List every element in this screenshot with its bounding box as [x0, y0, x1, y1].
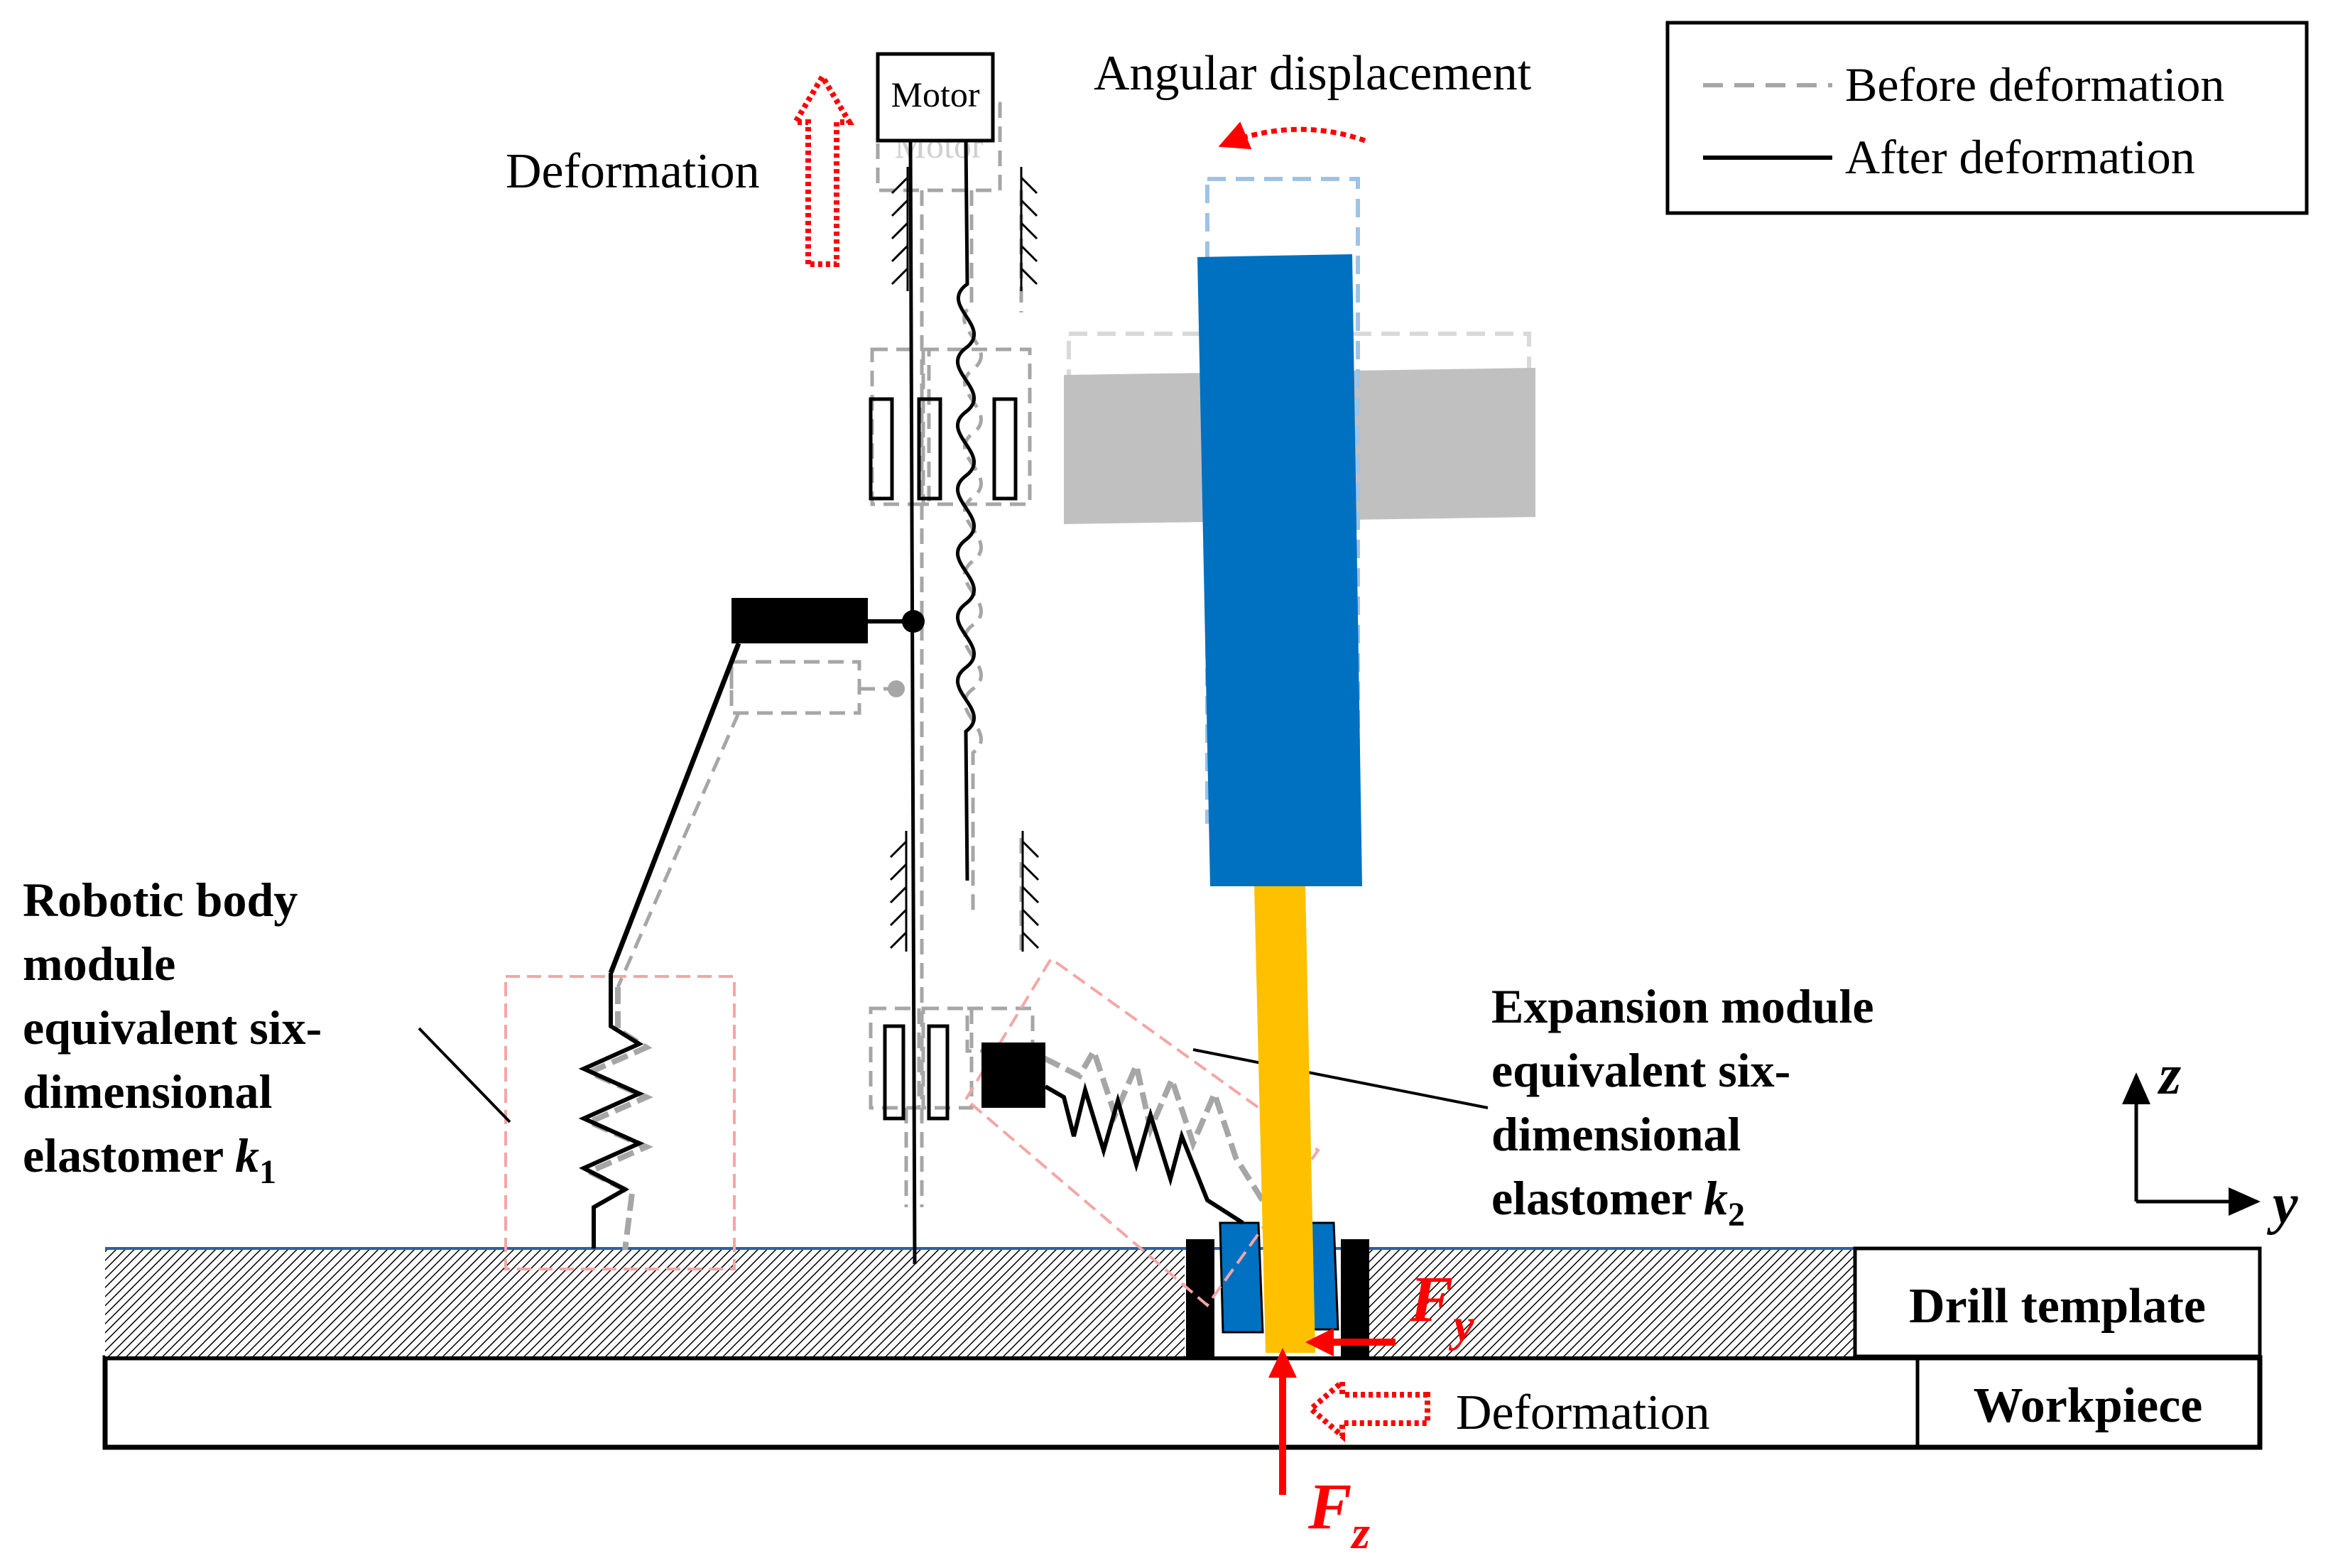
expansion-line2: equivalent six-: [1491, 1043, 1790, 1097]
spindle-structure-before: [616, 102, 1035, 1207]
legend-before-label: Before deformation: [1845, 58, 2224, 111]
bearing-upper-mid: [917, 397, 942, 501]
workpiece-label: Workpiece: [1974, 1378, 2203, 1433]
y-axis-label: y: [2266, 1173, 2298, 1236]
fy-label: Fy: [1409, 1263, 1474, 1351]
expansion-dashed-box: [964, 957, 1320, 1307]
deformation-arrow-up-icon: [790, 71, 855, 267]
robot-arm-after: [608, 598, 925, 974]
spring-k1-before: [582, 987, 653, 1251]
deformation-label-top: Deformation: [506, 144, 760, 199]
force-fy: Fy: [1305, 1263, 1474, 1356]
drill-template-hatched-right: [1369, 1248, 1855, 1356]
deformation-arrow-top: Deformation: [506, 71, 855, 267]
spring-k2-before: [1021, 1044, 1274, 1216]
z-axis-label: z: [2157, 1044, 2181, 1106]
legend-after-label: After deformation: [1845, 130, 2195, 184]
bushing-black-right: [1341, 1239, 1369, 1356]
expansion-line4: elastomer k2: [1491, 1171, 1745, 1234]
flexible-coupling-after: [955, 140, 977, 881]
robotic-body-line2: module: [23, 937, 175, 991]
drill-template: Drill template: [105, 1246, 2262, 1359]
spring-k1-after: [578, 973, 645, 1248]
robotic-body-dashed-box: [504, 975, 736, 1270]
expansion-line1: Expansion module: [1491, 979, 1874, 1033]
bushing-blue-left: [1219, 1221, 1264, 1334]
arm-block-after: [731, 598, 868, 643]
deformation-arrow-bottom: Deformation: [1306, 1376, 1710, 1442]
robotic-body-line4: dimensional: [23, 1065, 272, 1118]
drill-template-hatched-left: [105, 1248, 1185, 1356]
expansion-caption: Expansion module equivalent six- dimensi…: [1491, 979, 1874, 1234]
legend: Before deformation After deformation: [1665, 21, 2309, 215]
bearing-lower-left: [883, 1024, 905, 1121]
fz-arrow-icon: [1268, 1348, 1297, 1378]
spindle-shaft-after: [908, 140, 917, 1265]
deformation-arrow-left-icon: [1306, 1376, 1430, 1442]
fy-arrow-icon: [1305, 1328, 1334, 1356]
robotic-body-spring: [418, 973, 736, 1270]
spring-k2-after: [1044, 1082, 1244, 1225]
spindle-structure-after: [869, 52, 1018, 1265]
bearing-upper-right: [992, 397, 1018, 501]
workpiece-body: [102, 1355, 2263, 1450]
legend-box: [1665, 21, 2309, 215]
angular-displacement-arrow-icon: [1218, 121, 1366, 150]
drill-bit: [1254, 886, 1315, 1353]
expansion-spring: [964, 957, 1489, 1307]
bearing-lower-right: [927, 1024, 950, 1121]
arm-joint-after: [902, 610, 925, 633]
fz-label: Fz: [1307, 1470, 1370, 1559]
robotic-body-line3: equivalent six-: [23, 1001, 322, 1055]
robotic-body-line1: Robotic body: [23, 873, 298, 927]
expansion-leader: [1192, 1048, 1489, 1109]
arm-block-before: [729, 660, 861, 715]
arm-link-after: [608, 642, 741, 974]
arm-link-before: [616, 712, 741, 989]
deformation-label-bottom: Deformation: [1456, 1385, 1710, 1440]
expansion-line3: dimensional: [1491, 1107, 1741, 1161]
force-fz: Fz: [1268, 1348, 1370, 1559]
workpiece: Workpiece: [102, 1355, 2263, 1450]
drill-tool: [1064, 177, 1535, 1353]
coordinate-axes: z y: [2122, 1044, 2298, 1236]
spindle-body-after: [1197, 254, 1362, 886]
expansion-block: [981, 1042, 1045, 1108]
motor-box-after: [876, 52, 995, 143]
robotic-body-leader: [418, 1027, 511, 1123]
drill-template-label: Drill template: [1909, 1279, 2206, 1334]
robotic-body-line5: elastomer k1: [23, 1128, 276, 1191]
guide-hatches: [889, 167, 1040, 952]
motor-label-after: Motor: [891, 75, 980, 114]
angular-displacement: Angular displacement: [1094, 46, 1532, 150]
robotic-body-caption: Robotic body module equivalent six- dime…: [23, 873, 322, 1191]
drill-template-label-box: [1853, 1246, 2262, 1359]
bearing-upper-left: [869, 397, 894, 501]
angular-displacement-label: Angular displacement: [1094, 46, 1532, 101]
